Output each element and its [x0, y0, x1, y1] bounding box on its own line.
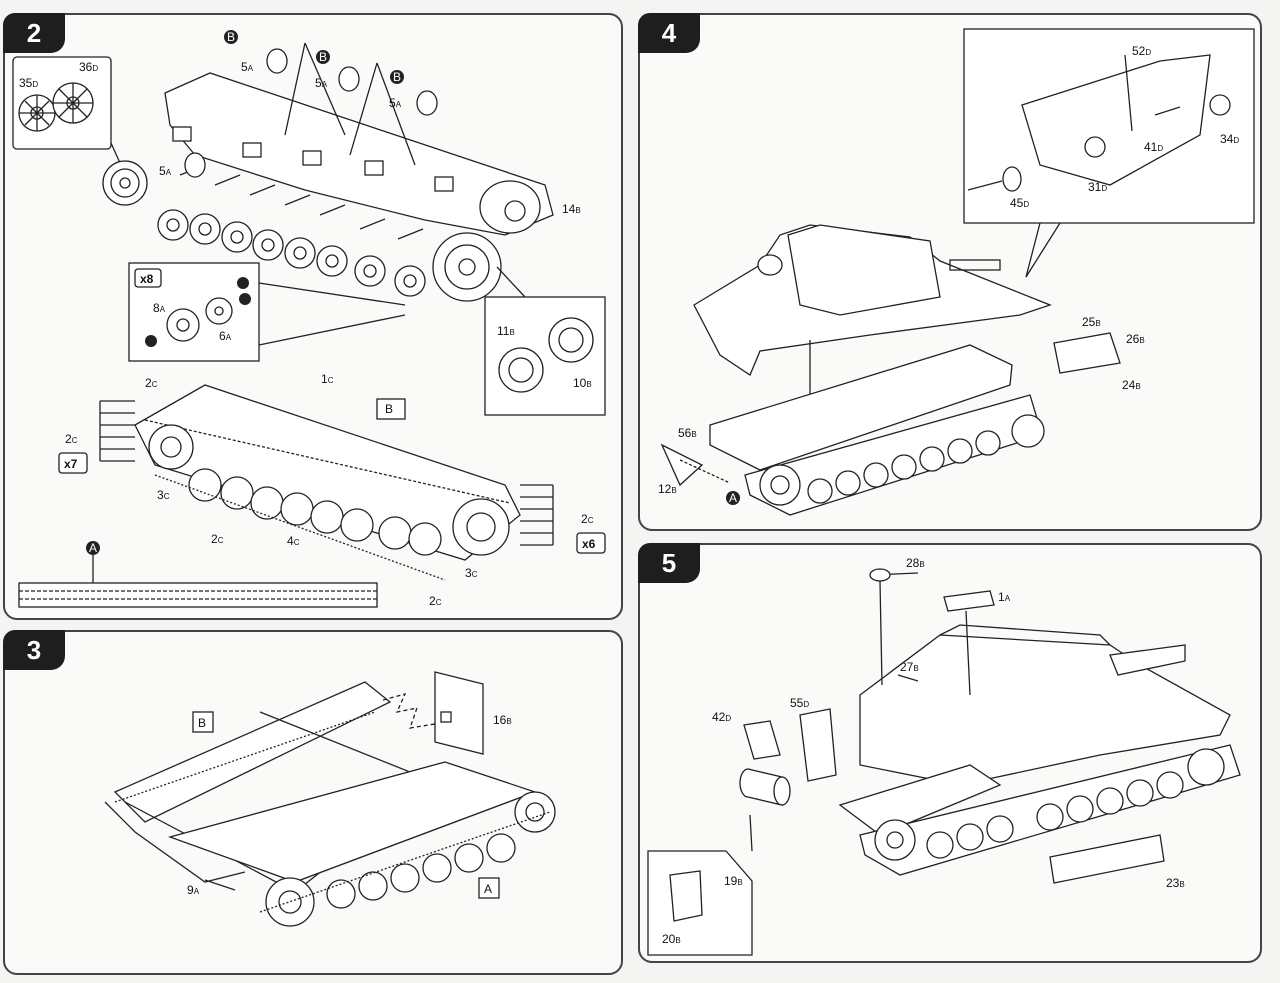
- rear-deck-detail: [967, 54, 1231, 192]
- svg-text:52D: 52D: [1132, 44, 1151, 58]
- svg-text:5A: 5A: [315, 76, 328, 90]
- step-number-badge: 5: [638, 543, 700, 583]
- idler-wheel-halves: [18, 82, 94, 132]
- stowage-box: [1049, 834, 1165, 884]
- track-length-strip: [18, 582, 378, 608]
- svg-text:B: B: [393, 70, 401, 84]
- svg-text:28B: 28B: [906, 556, 925, 570]
- svg-text:B: B: [227, 30, 235, 44]
- svg-text:3C: 3C: [465, 566, 478, 580]
- step-5-diagram: 28B 1A 27B 42D 55D 19B 20B 23B: [647, 556, 1241, 956]
- svg-text:3C: 3C: [157, 488, 170, 502]
- svg-text:42D: 42D: [712, 710, 731, 724]
- svg-text:B: B: [198, 716, 206, 730]
- svg-text:A: A: [729, 491, 737, 505]
- step-number-badge: 3: [3, 630, 65, 670]
- svg-text:14B: 14B: [562, 202, 581, 216]
- lower-hull: [709, 344, 1045, 516]
- svg-text:26B: 26B: [1126, 332, 1145, 346]
- svg-text:5A: 5A: [241, 60, 254, 74]
- svg-text:6A: 6A: [219, 329, 232, 343]
- svg-text:A: A: [484, 882, 492, 896]
- svg-text:23B: 23B: [1166, 876, 1185, 890]
- step-3-panel: 3 16B B A 9A: [3, 630, 623, 975]
- road-wheels: [157, 209, 426, 297]
- svg-text:19B: 19B: [724, 874, 743, 888]
- idler-wheel: [102, 160, 148, 206]
- svg-text:2C: 2C: [65, 432, 78, 446]
- fuel-drum: [739, 768, 791, 806]
- final-drive-housing: [479, 180, 541, 234]
- drive-sprocket: [432, 232, 502, 302]
- svg-text:4C: 4C: [287, 534, 300, 548]
- svg-text:B: B: [385, 402, 393, 416]
- svg-text:24B: 24B: [1122, 378, 1141, 392]
- superstructure: [693, 224, 1052, 376]
- svg-text:16B: 16B: [493, 713, 512, 727]
- rear-panel-part: [1053, 332, 1121, 374]
- svg-text:2C: 2C: [429, 594, 442, 608]
- step-4-panel: 4 52D 41D 34D 31D 45D: [638, 13, 1262, 531]
- svg-text:B: B: [319, 50, 327, 64]
- svg-text:8A: 8A: [153, 301, 166, 315]
- svg-text:12B: 12B: [658, 482, 677, 496]
- svg-text:31D: 31D: [1088, 180, 1107, 194]
- assembled-vehicle: [838, 624, 1241, 876]
- svg-text:55D: 55D: [790, 696, 809, 710]
- svg-text:x8: x8: [140, 272, 154, 286]
- svg-text:5A: 5A: [159, 164, 172, 178]
- svg-text:5A: 5A: [389, 96, 402, 110]
- svg-text:x6: x6: [582, 537, 596, 551]
- svg-text:20B: 20B: [662, 932, 681, 946]
- svg-text:45D: 45D: [1010, 196, 1029, 210]
- svg-text:35D: 35D: [19, 76, 38, 90]
- svg-text:11B: 11B: [497, 324, 515, 338]
- step-5-panel: 5 28B 1A 27B 42D 55D: [638, 543, 1262, 963]
- step-2-panel: 2 35D 36D: [3, 13, 623, 620]
- svg-text:56B: 56B: [678, 426, 697, 440]
- svg-text:2C: 2C: [211, 532, 224, 546]
- svg-text:10B: 10B: [573, 376, 592, 390]
- bump-stop-parts: [184, 42, 438, 178]
- svg-text:9A: 9A: [187, 883, 200, 897]
- svg-text:1A: 1A: [998, 590, 1011, 604]
- svg-text:34D: 34D: [1220, 132, 1239, 146]
- svg-text:2C: 2C: [581, 512, 594, 526]
- step-2-diagram: 35D 36D: [12, 30, 606, 608]
- tracked-running-gear: [134, 384, 521, 581]
- svg-text:A: A: [89, 541, 97, 555]
- step-number-badge: 2: [3, 13, 65, 53]
- step-3-diagram: 16B B A 9A: [104, 671, 556, 927]
- svg-text:x7: x7: [64, 457, 78, 471]
- marker-b-icons: B B B: [224, 30, 404, 84]
- rear-plate: [434, 671, 484, 755]
- step-number-badge: 4: [638, 13, 700, 53]
- hull-floor-assembly: [104, 681, 556, 927]
- step-4-diagram: 52D 41D 34D 31D 45D 25B 26B 24B: [658, 28, 1255, 516]
- svg-text:25B: 25B: [1082, 315, 1101, 329]
- svg-text:2C: 2C: [145, 376, 158, 390]
- svg-text:1C: 1C: [321, 372, 334, 386]
- svg-text:36D: 36D: [79, 60, 98, 74]
- svg-text:27B: 27B: [900, 660, 919, 674]
- svg-text:41D: 41D: [1144, 140, 1163, 154]
